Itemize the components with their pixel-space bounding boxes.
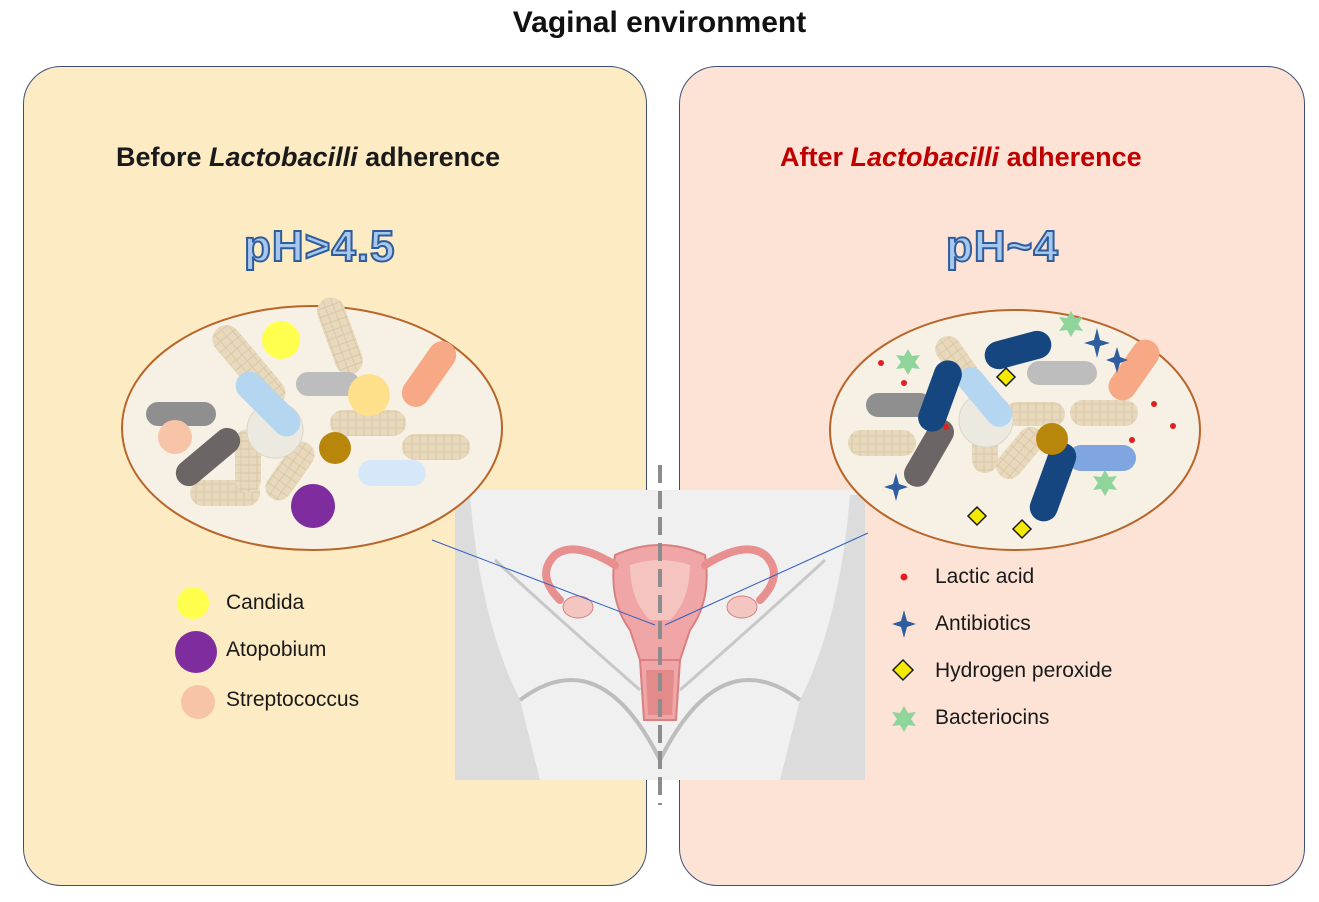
antibiotics-legend-icon [892, 610, 916, 638]
legend-label-candida: Candida [226, 591, 305, 614]
bacteriocins-legend-icon [892, 706, 916, 732]
hydrogen-peroxide-legend-icon [891, 658, 915, 682]
before-ph-label: pH>4.5 [243, 221, 396, 272]
legend-label-antibiotics: Antibiotics [935, 612, 1031, 635]
before-heading: Before Lactobacilli adherence [116, 142, 501, 172]
streptococcus-legend-icon [181, 685, 215, 719]
after-microbiota-ellipse [829, 309, 1201, 551]
legend-label-bacteriocins: Bacteriocins [935, 706, 1050, 729]
legend-label-hydrogen-peroxide: Hydrogen peroxide [935, 659, 1113, 682]
legend-label-streptococcus: Streptococcus [226, 688, 360, 711]
lactic-acid-legend-icon [900, 573, 908, 581]
candida-legend-icon [177, 587, 209, 619]
after-ph-label: pH~4 [945, 221, 1059, 272]
before-microbiota-ellipse [121, 297, 503, 551]
figure-title: Vaginal environment [512, 6, 807, 39]
atopobium-legend-icon [175, 631, 217, 673]
legend-label-lactic-acid: Lactic acid [935, 565, 1035, 588]
legend-label-atopobium: Atopobium [226, 638, 327, 661]
after-heading: After Lactobacilli adherence [780, 142, 1142, 172]
